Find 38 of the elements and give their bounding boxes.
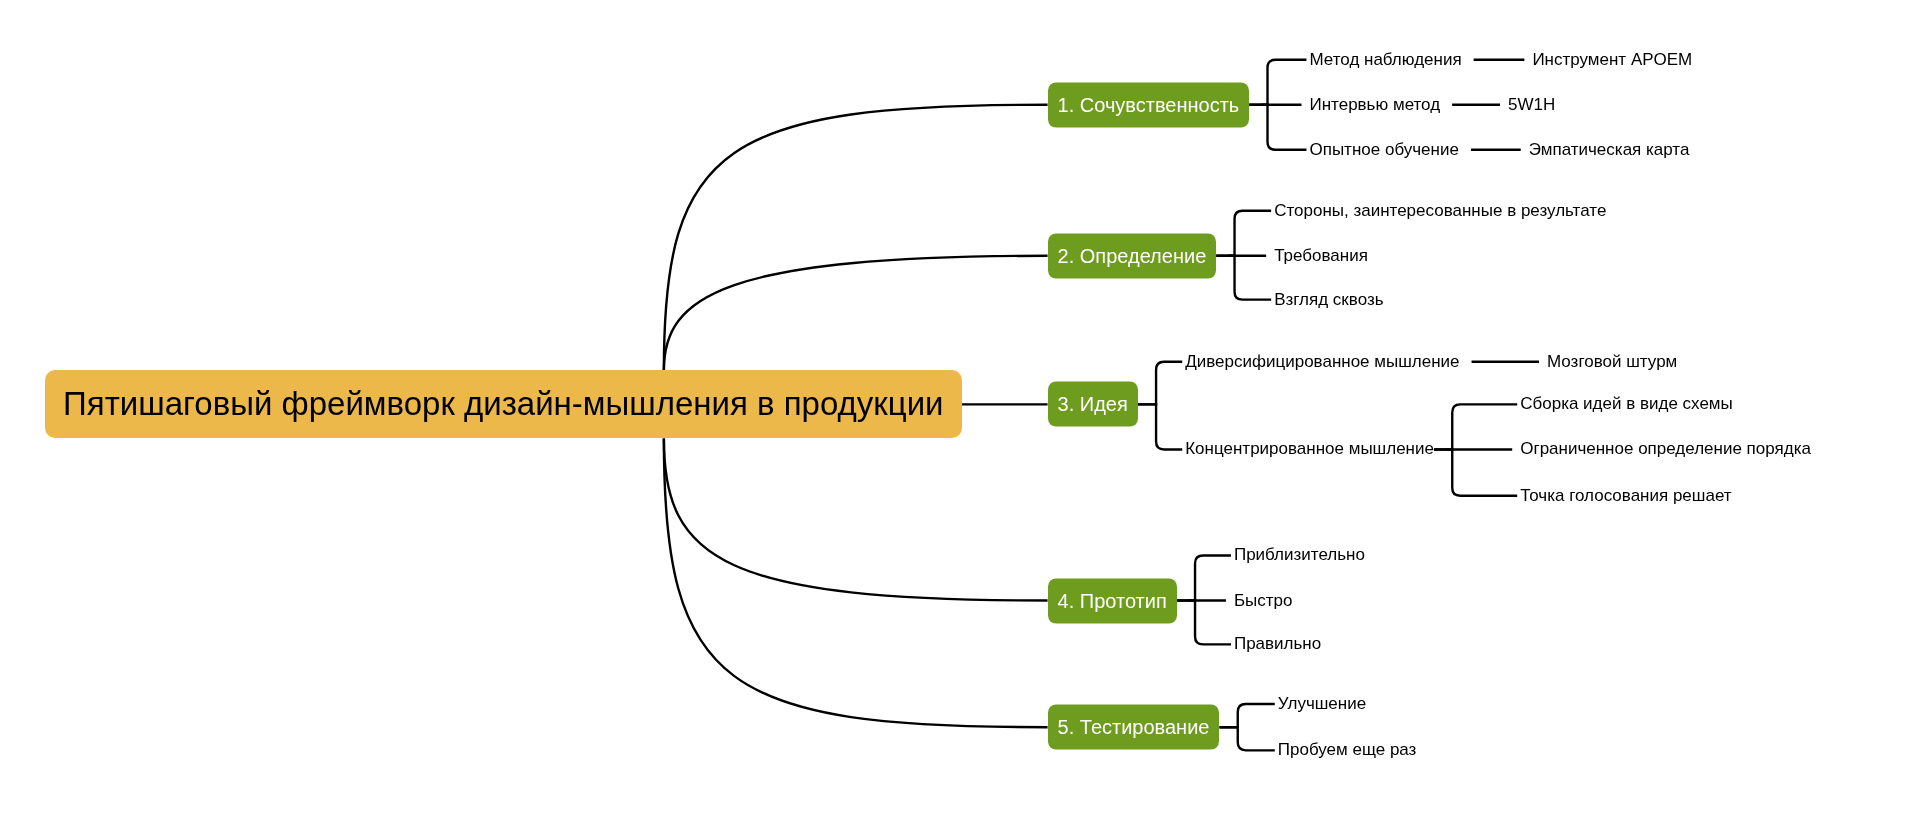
- subtopic-text: Мозговой штурм: [1547, 350, 1678, 373]
- subtopic-text: Приблизительно: [1233, 544, 1365, 567]
- subtopic-text: Сборка идей в виде схемы: [1520, 393, 1733, 416]
- subtopic-text: Точка голосования решает: [1520, 484, 1732, 507]
- subtopic-text: Концентрированное мышление: [1185, 438, 1434, 461]
- subtopic-text: 5W1H: [1508, 93, 1556, 116]
- topic-box: 4. Прототип: [1047, 578, 1177, 623]
- connector-line: [1471, 360, 1539, 363]
- subtopic-text: Интервью метод: [1309, 93, 1441, 116]
- subtopic-text: Пробуем еще раз: [1277, 739, 1417, 762]
- connector-line: [961, 403, 1048, 406]
- topic-box: 3. Идея: [1047, 381, 1138, 427]
- central-topic-box: Пятишаговый фреймворк дизайн-мышления в продукции: [45, 370, 962, 439]
- connector-line: [1176, 599, 1231, 646]
- connector-line: [1473, 58, 1525, 61]
- connector-line: [1433, 448, 1518, 497]
- connector-line: [1470, 148, 1521, 151]
- connector-line: [1216, 254, 1272, 301]
- subtopic-text: Эмпатическая карта: [1528, 138, 1690, 161]
- subtopic-text: Инструмент APOEM: [1532, 48, 1693, 71]
- subtopic-text: Быстро: [1233, 589, 1293, 612]
- subtopic-text: Стороны, заинтересованные в результате: [1274, 199, 1607, 222]
- connector-line: [1452, 103, 1500, 106]
- subtopic-text: Взгляд сквозь: [1274, 288, 1384, 311]
- subtopic-text: Опытное обучение: [1309, 138, 1459, 161]
- topic-box: 2. Определение: [1047, 233, 1217, 279]
- subtopic-text: Диверсифицированное мышление: [1185, 350, 1460, 373]
- connector-line: [1249, 103, 1307, 151]
- subtopic-text: Метод наблюдения: [1309, 48, 1462, 71]
- topic-box: 5. Тестирование: [1047, 704, 1220, 750]
- topic-box: 1. Сочувственность: [1047, 82, 1250, 128]
- subtopic-text: Требования: [1274, 244, 1368, 267]
- connector-line: [662, 254, 1048, 371]
- connector-line: [1219, 726, 1275, 752]
- connector-line: [662, 438, 1048, 729]
- subtopic-text: Ограниченное определение порядка: [1520, 438, 1811, 461]
- subtopic-text: Правильно: [1233, 633, 1322, 656]
- subtopic-text: Улучшение: [1277, 693, 1367, 716]
